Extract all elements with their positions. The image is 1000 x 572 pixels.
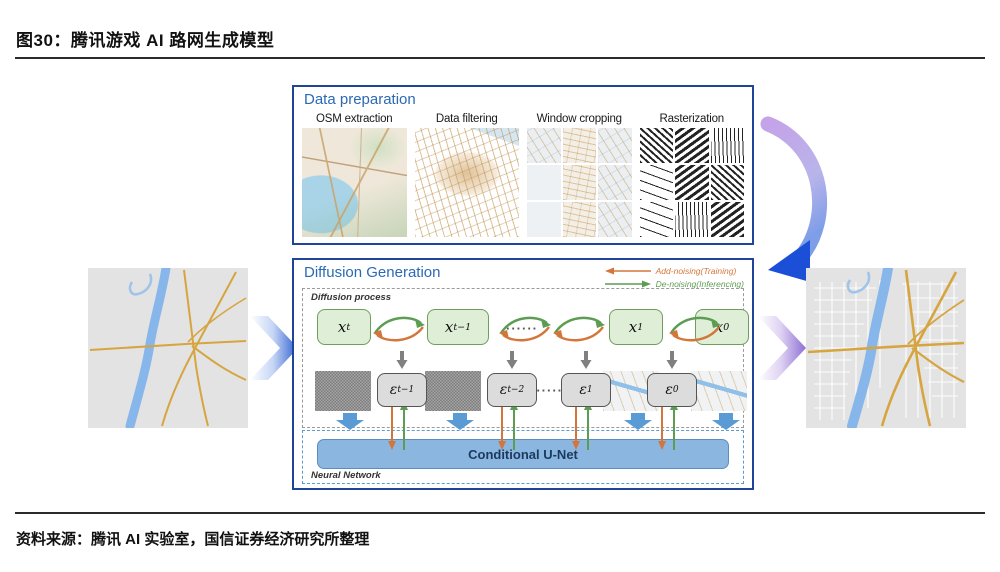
arrow-right-icon	[604, 280, 651, 288]
raster-tile	[710, 165, 744, 200]
data-filtering-thumbnail	[414, 128, 519, 237]
arrow-left-icon	[604, 267, 651, 275]
raster-tile	[675, 128, 709, 163]
crop-tile	[598, 202, 632, 237]
output-map-graphic	[807, 268, 965, 428]
epsilon-base: ε	[579, 382, 587, 398]
diffusion-generation-heading: Diffusion Generation	[304, 264, 441, 281]
window-cropping-thumbnail	[527, 128, 632, 237]
noising-denoising-arrows-icon	[373, 316, 425, 342]
raster-tile	[675, 165, 709, 200]
down-arrow-icon	[666, 351, 678, 369]
data-preparation-heading: Data preparation	[304, 91, 416, 108]
osm-extraction-thumbnail	[302, 128, 407, 237]
raster-tile	[710, 202, 744, 237]
raster-tile	[675, 202, 709, 237]
down-arrow-icon	[580, 351, 592, 369]
prep-step-label: OSM extraction	[316, 113, 393, 125]
source-divider	[15, 512, 985, 514]
noising-vertical-arrow-pairs	[388, 400, 678, 450]
noise-tile	[315, 371, 371, 411]
crop-tile	[527, 128, 561, 163]
latent-sub: t	[346, 321, 351, 333]
latent-sub: 1	[637, 321, 644, 333]
down-arrow-icon	[506, 351, 518, 369]
latent-sub: 0	[723, 321, 730, 333]
crop-tile-grid	[527, 128, 632, 237]
input-map-graphic	[89, 268, 247, 428]
epsilon-sub: t−2	[507, 385, 525, 395]
input-chevron-icon	[250, 316, 298, 380]
epsilon-base: ε	[389, 382, 398, 398]
noising-denoising-arrows-icon	[499, 316, 551, 342]
prep-step-label: Window cropping	[536, 113, 622, 125]
data-preparation-panel: Data preparation OSM extraction Data fil…	[292, 85, 754, 245]
noise-ellipsis: ······	[531, 383, 563, 398]
crop-tile	[598, 165, 632, 200]
page-title: 图30：腾讯游戏 AI 路网生成模型	[16, 31, 275, 50]
source-note: 资料来源：腾讯 AI 实验室，国信证券经济研究所整理	[16, 531, 370, 548]
epsilon-sub: t−1	[397, 385, 415, 395]
prep-step-osm-extraction: OSM extraction	[302, 113, 407, 237]
prep-step-window-cropping: Window cropping	[527, 113, 632, 237]
title-divider	[15, 57, 985, 59]
noise-tile	[425, 371, 481, 411]
noise-tile-clean	[691, 371, 747, 411]
neural-network-label: Neural Network	[311, 470, 381, 481]
latent-base: x	[337, 318, 347, 336]
input-map	[88, 268, 248, 428]
raster-tile	[639, 202, 673, 237]
feedback-curve-arrow-icon	[760, 116, 827, 282]
prep-step-data-filtering: Data filtering	[414, 113, 519, 237]
latent-base: x	[628, 318, 638, 336]
crop-tile	[562, 165, 596, 200]
raster-tile	[639, 165, 673, 200]
down-arrow-icon	[396, 351, 408, 369]
epsilon-base: ε	[665, 382, 673, 398]
prep-step-rasterization: Rasterization	[639, 113, 744, 237]
crop-tile	[598, 128, 632, 163]
epsilon-sub: 0	[672, 385, 679, 395]
crop-tile	[562, 128, 596, 163]
prep-step-label: Rasterization	[659, 113, 724, 125]
raster-tile	[639, 128, 673, 163]
legend-item-add-noising: Add-noising(Training)	[604, 266, 744, 276]
latent-ellipsis: ······	[506, 321, 538, 336]
crop-tile	[527, 202, 561, 237]
latent-sub: t−1	[453, 321, 472, 333]
epsilon-base: ε	[499, 382, 508, 398]
diffusion-legend: Add-noising(Training) De-noising(Inferen…	[604, 266, 744, 289]
noising-denoising-arrows-icon	[669, 316, 721, 342]
raster-tile-grid	[639, 128, 744, 237]
legend-label: Add-noising(Training)	[655, 266, 737, 276]
noising-denoising-arrows-icon	[553, 316, 605, 342]
prep-step-label: Data filtering	[435, 113, 498, 125]
latent-base: x	[444, 318, 454, 336]
diffusion-process-label: Diffusion process	[311, 292, 392, 303]
legend-label: De-noising(Inferencing)	[655, 279, 744, 289]
data-preparation-steps: OSM extraction Data filtering Window cro…	[302, 113, 744, 237]
legend-item-de-noising: De-noising(Inferencing)	[604, 279, 744, 289]
crop-tile	[527, 165, 561, 200]
unet-connector-arrows	[336, 413, 740, 430]
output-chevron-icon	[758, 316, 806, 380]
figure-canvas: Data preparation OSM extraction Data fil…	[0, 62, 1000, 510]
raster-tile	[710, 128, 744, 163]
epsilon-sub: 1	[586, 385, 593, 395]
output-map	[806, 268, 966, 428]
rasterization-thumbnail	[639, 128, 744, 237]
crop-tile	[562, 202, 596, 237]
diffusion-generation-panel: Diffusion Generation Add-noising(Trainin…	[292, 258, 754, 490]
